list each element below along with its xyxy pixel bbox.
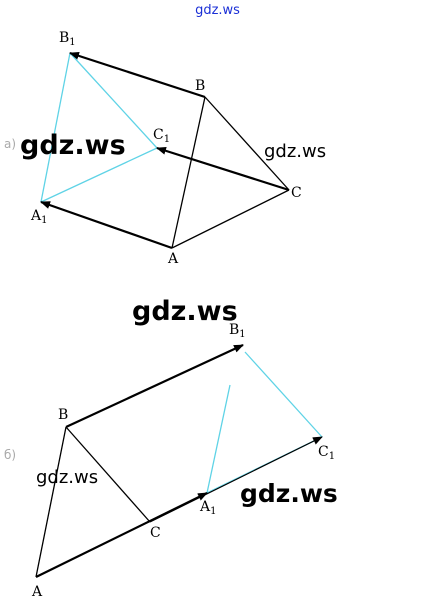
vector-CC1: [149, 436, 323, 523]
edge-BC: [65, 426, 151, 523]
figure-b: B1 B C1 A1 C A: [31, 322, 335, 600]
label-C: C: [150, 525, 161, 541]
label-B: B: [195, 78, 205, 94]
edge-B1C1: [69, 52, 158, 149]
label-C: C: [291, 185, 302, 201]
label-C1: C1: [153, 127, 170, 145]
label-C1: C1: [318, 444, 335, 462]
edge-A1B1: [40, 52, 71, 203]
edge-BC: [204, 96, 290, 191]
watermark-a-left: gdz.ws: [20, 130, 126, 161]
edge-AB: [35, 426, 67, 578]
watermark-a-right: gdz.ws: [264, 141, 327, 162]
watermark-b-top: gdz.ws: [132, 296, 238, 327]
vector-AA1: [35, 492, 208, 578]
watermark-b-left: gdz.ws: [36, 467, 99, 488]
label-B: B: [58, 407, 68, 423]
watermark-b-right: gdz.ws: [240, 479, 338, 508]
edge-B1C1: [244, 351, 323, 438]
label-A: A: [167, 251, 179, 267]
figure-a: B1 B C1 C A1 A: [30, 30, 302, 267]
label-B1: B1: [59, 30, 76, 48]
watermark-top: gdz.ws: [195, 3, 240, 18]
label-A: A: [31, 584, 43, 600]
part-b-label: б): [4, 448, 17, 462]
label-A1: A1: [199, 499, 217, 517]
part-a-label: а): [4, 137, 17, 151]
vector-AA1: [40, 200, 173, 250]
vector-BB1: [65, 344, 244, 428]
vector-CC1: [156, 146, 290, 192]
vector-BB1: [69, 51, 206, 99]
label-A1: A1: [30, 208, 48, 226]
edge-AC: [171, 189, 290, 249]
edge-A1B1: [206, 384, 231, 494]
edge-A1C1: [40, 147, 158, 203]
edge-AB: [171, 96, 206, 249]
label-B1: B1: [229, 322, 246, 340]
